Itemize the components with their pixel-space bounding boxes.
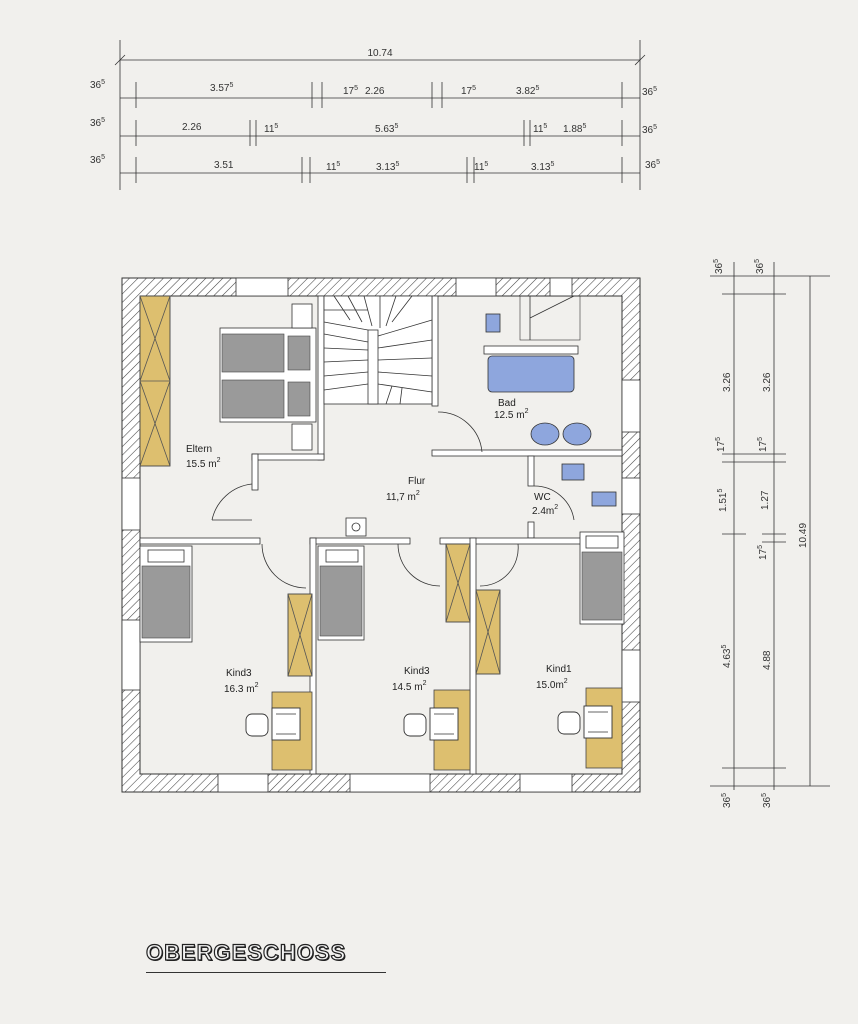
room-eltern-name: Eltern [186, 444, 212, 455]
dim-overall-height: 10.49 [798, 523, 809, 548]
right-dimensions: 365 3.26 175 1.515 4.635 365 365 3.26 17… [710, 259, 830, 808]
room-flur-area: 11,7 m2 [386, 490, 420, 503]
dim-c1-3: 1.515 [717, 489, 729, 512]
dim-r2-3: 5.635 [375, 123, 398, 135]
room-kind1-area: 15.0m2 [536, 678, 568, 691]
dim-c2-2: 175 [757, 437, 769, 452]
dim-r3-0: 365 [90, 154, 105, 166]
kind1-furniture [475, 531, 625, 769]
dim-r1-4: 175 [461, 85, 476, 97]
room-eltern-area: 15.5 m2 [186, 457, 221, 470]
dim-r3-4: 115 [474, 161, 488, 173]
room-kind1-name: Kind1 [546, 664, 572, 675]
room-flur-name: Flur [408, 476, 426, 487]
dim-c1-2: 175 [715, 437, 727, 452]
dim-c2-6: 365 [761, 793, 773, 808]
dim-r3-2: 115 [326, 161, 340, 173]
dim-r3-3: 3.135 [376, 161, 399, 173]
dim-c1-0: 365 [713, 259, 725, 274]
dim-r1-0: 365 [90, 79, 105, 91]
dim-c2-4: 175 [757, 545, 769, 560]
dim-r2-4: 115 [533, 123, 547, 135]
dim-c1-4: 4.635 [721, 645, 733, 668]
dim-r3-6: 365 [645, 159, 660, 171]
dim-c2-1: 3.26 [762, 372, 773, 392]
dim-r2-0: 365 [90, 117, 105, 129]
dim-c2-3: 1.27 [760, 490, 771, 510]
room-bad-area: 12.5 m2 [494, 408, 529, 421]
flur-shaft [345, 517, 367, 537]
staircase [323, 295, 433, 405]
dim-r2-6: 365 [642, 124, 657, 136]
desk-chair-icon [245, 707, 301, 741]
bathroom-fixtures [483, 295, 617, 507]
room-wc-area: 2.4m2 [532, 504, 558, 517]
interior-walls [139, 295, 623, 775]
outer-walls [121, 277, 641, 793]
kind3a-furniture [139, 545, 313, 771]
top-dimensions: 10.74 365 3.575 175 2.26 175 3.825 365 3… [90, 40, 660, 190]
eltern-wardrobe [139, 295, 171, 467]
dim-c1-5: 365 [721, 793, 733, 808]
room-kind3a-area: 16.3 m2 [224, 682, 259, 695]
room-kind3a-name: Kind3 [226, 668, 252, 679]
kind3b-furniture [317, 543, 471, 771]
floor-title: OBERGESCHOSS [145, 939, 347, 965]
dim-r1-1: 3.575 [210, 82, 233, 94]
desk-chair-icon [403, 707, 459, 741]
dim-r3-5: 3.135 [531, 161, 554, 173]
room-kind3b-name: Kind3 [404, 666, 430, 677]
room-labels: Eltern 15.5 m2 Flur 11,7 m2 Bad 12.5 m2 … [186, 398, 572, 695]
room-bad-name: Bad [498, 398, 516, 409]
dim-r3-1: 3.51 [214, 160, 234, 171]
dim-r2-1: 2.26 [182, 122, 202, 133]
dim-r1-5: 3.825 [516, 85, 539, 97]
dim-r1-3: 2.26 [365, 86, 385, 97]
double-bed [219, 303, 317, 451]
title-underline [146, 972, 386, 973]
dim-r2-2: 115 [264, 123, 278, 135]
dim-overall-width: 10.74 [367, 48, 392, 59]
dim-r1-2: 175 [343, 85, 358, 97]
room-wc-name: WC [534, 492, 551, 503]
dim-c2-5: 4.88 [762, 650, 773, 670]
room-kind3b-area: 14.5 m2 [392, 680, 427, 693]
dim-c2-0: 365 [754, 259, 766, 274]
dim-r1-6: 365 [642, 86, 657, 98]
desk-chair-icon [557, 705, 613, 739]
dim-c1-1: 3.26 [722, 372, 733, 392]
dim-r2-5: 1.885 [563, 123, 586, 135]
